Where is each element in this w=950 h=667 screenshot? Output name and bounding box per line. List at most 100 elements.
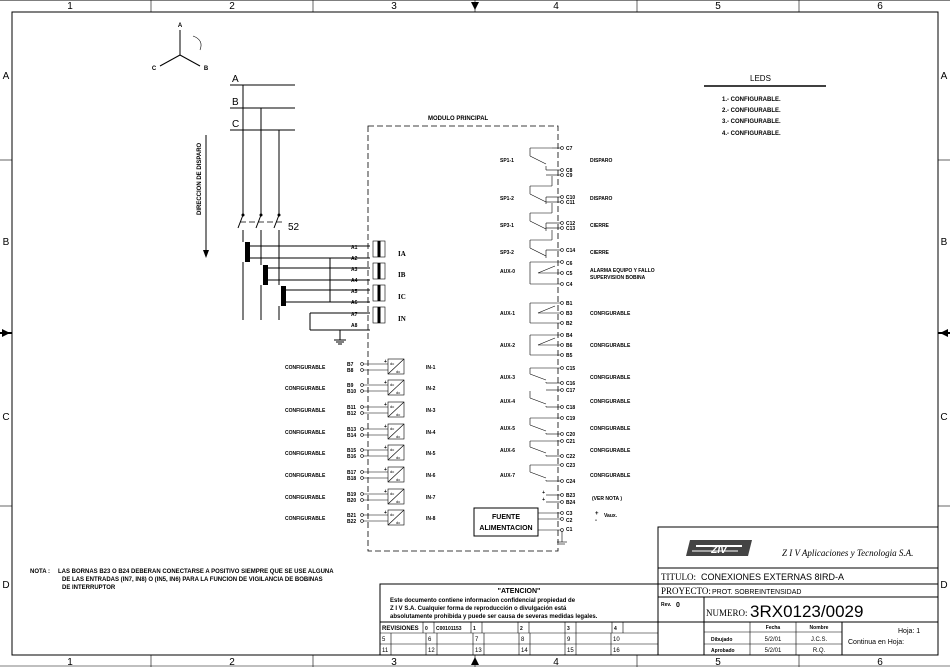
led-item: 1.- CONFIGURABLE. [722, 97, 781, 103]
current-transformers [242, 240, 386, 345]
hoja-label: Hoja: 1 [898, 628, 920, 635]
note-label: NOTA : [30, 569, 50, 575]
dcdc-bottom-label: dc [396, 499, 400, 504]
output-desc: CONFIGURABLE [590, 399, 631, 405]
dcdc-box [387, 423, 405, 440]
terminal-circle [360, 513, 364, 517]
output-terminal: B1 [566, 301, 573, 307]
digital-input-terminal: B7 [347, 362, 354, 368]
digital-input-terminal: B14 [347, 433, 356, 439]
aux0-desc1: ALARMA EQUIPO Y FALLO [590, 268, 655, 274]
col-label-4: 4 [553, 1, 559, 12]
output-terminal: B5 [566, 353, 573, 359]
contact-blade [529, 155, 547, 165]
terminal-circle [360, 362, 364, 366]
col-label-2-bottom: 2 [229, 657, 235, 667]
terminal-circle [560, 195, 564, 199]
aux0-t3: C4 [566, 282, 573, 288]
attention-line: absolutamente prohibida y puede ser caus… [390, 614, 598, 620]
output-terminal: C18 [566, 405, 575, 411]
output-terminal: C7 [566, 146, 573, 152]
terminal-circle [360, 405, 364, 409]
output-terminal: C10 [566, 195, 575, 201]
input-plus: + [384, 380, 387, 386]
revision-cell: 2 [520, 626, 523, 632]
terminal-circle [560, 168, 564, 172]
b23-t2: B24 [566, 500, 575, 506]
output-terminal: B2 [566, 321, 573, 327]
digital-input-name: IN-7 [426, 495, 436, 501]
dcdc-top-label: dc [390, 404, 394, 409]
digital-input-desc: CONFIGURABLE [285, 408, 326, 414]
terminal-circle [560, 173, 564, 177]
dcdc-diagonal [387, 444, 405, 461]
aux0-t1: C6 [566, 261, 573, 267]
terminal-circle [360, 492, 364, 496]
output-terminal: C9 [566, 173, 573, 179]
dcdc-top-label: dc [390, 361, 394, 366]
output-desc: CONFIGURABLE [590, 426, 631, 432]
terminal-circle [360, 476, 364, 480]
terminal-circle [560, 439, 564, 443]
dcdc-top-label: dc [390, 491, 394, 496]
col-label-6: 6 [877, 1, 883, 12]
digital-input-terminal: B20 [347, 498, 356, 504]
dibujado-fecha: 5/2/01 [765, 637, 782, 643]
output-desc: CONFIGURABLE [590, 448, 631, 454]
digital-input-name: IN-6 [426, 473, 436, 479]
dcdc-diagonal [387, 379, 405, 396]
proyecto-value: PROT. SOBREINTENSIDAD [712, 589, 801, 596]
contact-blade [529, 220, 547, 230]
row-label-b-right: B [941, 237, 948, 248]
power-supply-line1: FUENTE [492, 514, 520, 521]
output-desc: DISPARO [590, 196, 613, 202]
numero-label: NUMERO: [706, 608, 748, 618]
fecha-header: Fecha [766, 625, 781, 631]
b23-terminals: B23 B24 (VER NOTA ) + + [542, 490, 622, 506]
terminal-circle [560, 479, 564, 483]
aprobado-label: Aprobado [711, 648, 735, 654]
dcdc-box [387, 379, 405, 396]
ziv-logo: ZIV [686, 540, 752, 556]
revision-cell: 3 [567, 626, 570, 632]
dcdc-bottom-label: dc [396, 520, 400, 525]
busbars: A B C [230, 74, 295, 215]
main-module: MODULO PRINCIPAL [367, 116, 559, 552]
revision-cell: 8 [521, 637, 525, 643]
output-name: AUX-7 [500, 473, 515, 479]
digital-input-name: IN-2 [426, 386, 436, 392]
dcdc-bottom-label: dc [396, 455, 400, 460]
terminal-circle [560, 454, 564, 458]
ct-terminal: A3 [351, 267, 358, 273]
digital-input-terminal: B10 [347, 389, 356, 395]
dibujado-label: Dibujado [711, 637, 732, 643]
terminal-circle [360, 368, 364, 372]
contact-blade [537, 305, 556, 314]
revision-cell: 13 [475, 648, 482, 654]
output-name: SP1-2 [500, 196, 514, 202]
terminal-circle [560, 381, 564, 385]
digital-input-terminal: B8 [347, 368, 354, 374]
output-terminal: C15 [566, 366, 575, 372]
output-terminal: C17 [566, 388, 575, 394]
col-label-1: 1 [67, 1, 73, 12]
col-label-2: 2 [229, 1, 235, 12]
revisions-label: REVISIONES [382, 626, 419, 632]
nombre-header: Nombre [810, 625, 829, 631]
b24-plus: + [542, 497, 545, 503]
digital-input-desc: CONFIGURABLE [285, 430, 326, 436]
aux0-desc2: SUPERVISION BOBINA [590, 275, 646, 281]
terminal-circle [360, 470, 364, 474]
revision-cell: 15 [567, 648, 574, 654]
output-name: AUX-2 [500, 343, 515, 349]
digital-input-terminal: B9 [347, 383, 354, 389]
row-label-c-right: C [940, 412, 947, 423]
aux0-contact: AUX-0 C6 C5 C4 ALARMA EQUIPO Y FALLO SUP… [500, 260, 655, 288]
